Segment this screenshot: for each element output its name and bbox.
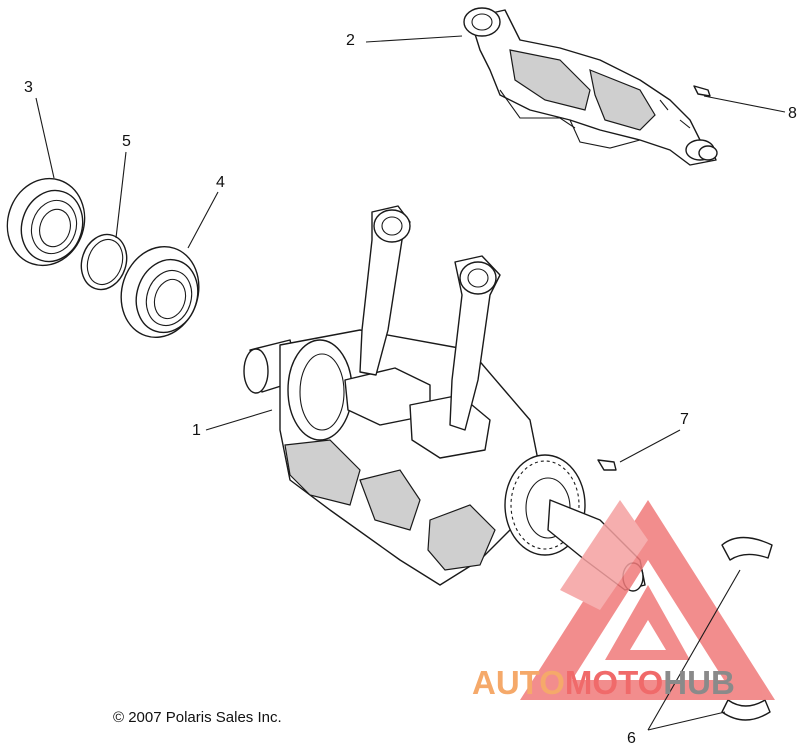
woodruff-key-7	[597, 459, 617, 471]
watermark-hub: HUB	[663, 664, 735, 701]
bearing-3	[6, 177, 86, 267]
snap-ring-5	[80, 233, 128, 291]
callout-2: 2	[346, 32, 355, 49]
watermark-logo: AUTOMOTOHUB	[472, 666, 735, 699]
callout-4: 4	[216, 174, 225, 191]
callout-7: 7	[680, 411, 689, 428]
balance-shaft	[463, 7, 718, 166]
bearing-half-upper	[721, 536, 773, 561]
callout-3: 3	[24, 79, 33, 96]
crankshaft-assembly	[243, 205, 646, 592]
watermark-auto: AUTO	[472, 664, 565, 701]
callout-6: 6	[627, 730, 636, 745]
bearing-4	[120, 246, 200, 338]
callout-1: 1	[192, 422, 201, 439]
copyright-notice: © 2007 Polaris Sales Inc.	[113, 709, 282, 726]
callout-5: 5	[122, 133, 131, 150]
callout-8: 8	[788, 105, 797, 122]
watermark-moto: MOTO	[564, 664, 664, 701]
leader-lines	[35, 35, 786, 731]
bearing-half-lower	[721, 699, 771, 721]
watermark-triangle	[520, 500, 775, 700]
woodruff-key-8	[693, 85, 711, 97]
